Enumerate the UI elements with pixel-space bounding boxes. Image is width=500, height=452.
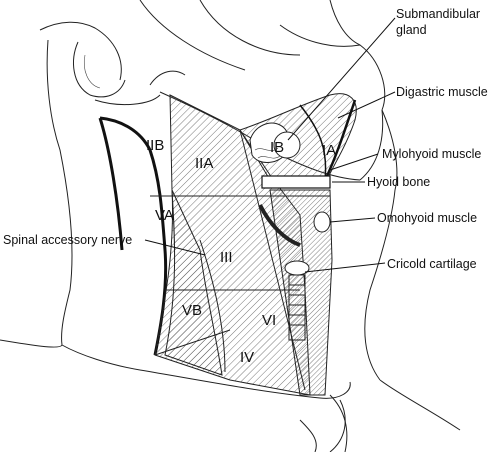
level-iii-label: III [220,249,233,266]
clavicle-region [139,369,351,452]
label-submandibular-line1: Submandibular [396,7,480,21]
level-iia-label: IIA [195,155,213,172]
level-va-label: VA [155,207,174,224]
level-iib-label: IIB [146,137,164,154]
head-outline [39,0,386,111]
omohyoid-muscle [258,204,331,247]
label-spinal-accessory: Spinal accessory nerve [3,233,132,247]
level-ia-label: IA [322,142,336,159]
level-ib-label: IB [270,139,284,156]
label-digastric: Digastric muscle [396,85,488,99]
hyoid-bone [261,175,331,189]
level-iv-label: IV [240,349,254,366]
level-vi-label: VI [262,312,276,329]
level-vb-label: VB [182,302,202,319]
leader-lines [144,17,396,273]
annotation-labels: Submandibular gland Digastric muscle Myl… [3,7,488,271]
label-submandibular-line2: gland [396,23,427,37]
cricoid-cartilage [284,260,310,341]
digastric-muscle [299,99,357,181]
division-lines [150,129,330,391]
label-mylohyoid: Mylohyoid muscle [382,147,481,161]
label-hyoid: Hyoid bone [367,175,430,189]
label-cricoid: Cricold cartilage [387,257,477,271]
neck-outline [0,39,461,452]
level-regions [154,93,357,396]
submandibular-gland [249,122,301,163]
level-labels: IIB IIA IB IA VA III VB VI IV [146,137,336,366]
label-omohyoid: Omohyoid muscle [377,211,477,225]
